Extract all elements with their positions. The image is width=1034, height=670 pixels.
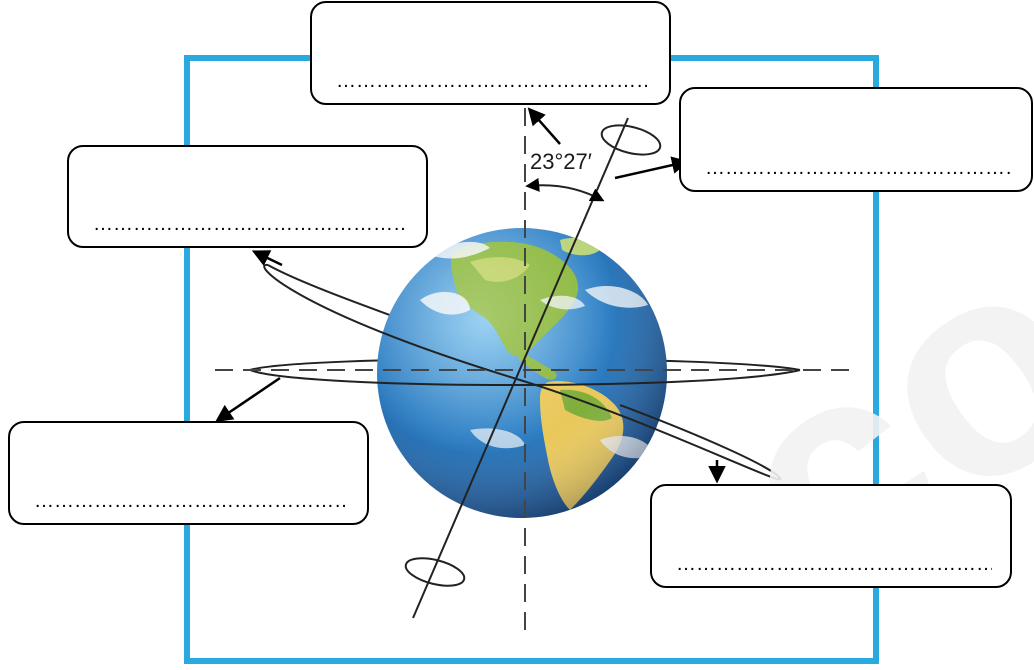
tilt-angle-arc [525, 177, 605, 202]
label-box-top-placeholder: ………………………………………… [336, 71, 651, 91]
pointer-arrow-top [527, 107, 561, 145]
tilt-angle-label: 23°27′ [528, 149, 594, 174]
label-box-lower-left[interactable]: ………………………………………… [8, 421, 369, 525]
rotation-arrow-bottom [404, 557, 466, 587]
tilted-ring-front [263, 263, 782, 481]
rotation-arrow-top [600, 124, 662, 156]
earth-globe [377, 228, 667, 518]
label-box-upper-left[interactable]: ………………………………………… [67, 145, 428, 248]
label-box-upper-left-placeholder: ………………………………………… [93, 214, 408, 234]
pointer-arrow-top-right [614, 156, 690, 180]
pointer-arrow-upper-left [251, 250, 283, 267]
earth-tilted-axis [412, 117, 629, 619]
label-box-lower-right[interactable]: ………………………………………… [650, 484, 1012, 588]
label-box-top[interactable]: ………………………………………… [310, 1, 671, 105]
pointer-arrow-lower-left [215, 376, 281, 422]
label-box-lower-left-placeholder: ………………………………………… [34, 491, 349, 511]
label-box-top-right[interactable]: ………………………………………… [679, 87, 1033, 192]
label-box-lower-right-placeholder: ………………………………………… [676, 554, 992, 574]
label-box-top-right-placeholder: ………………………………………… [705, 158, 1013, 178]
